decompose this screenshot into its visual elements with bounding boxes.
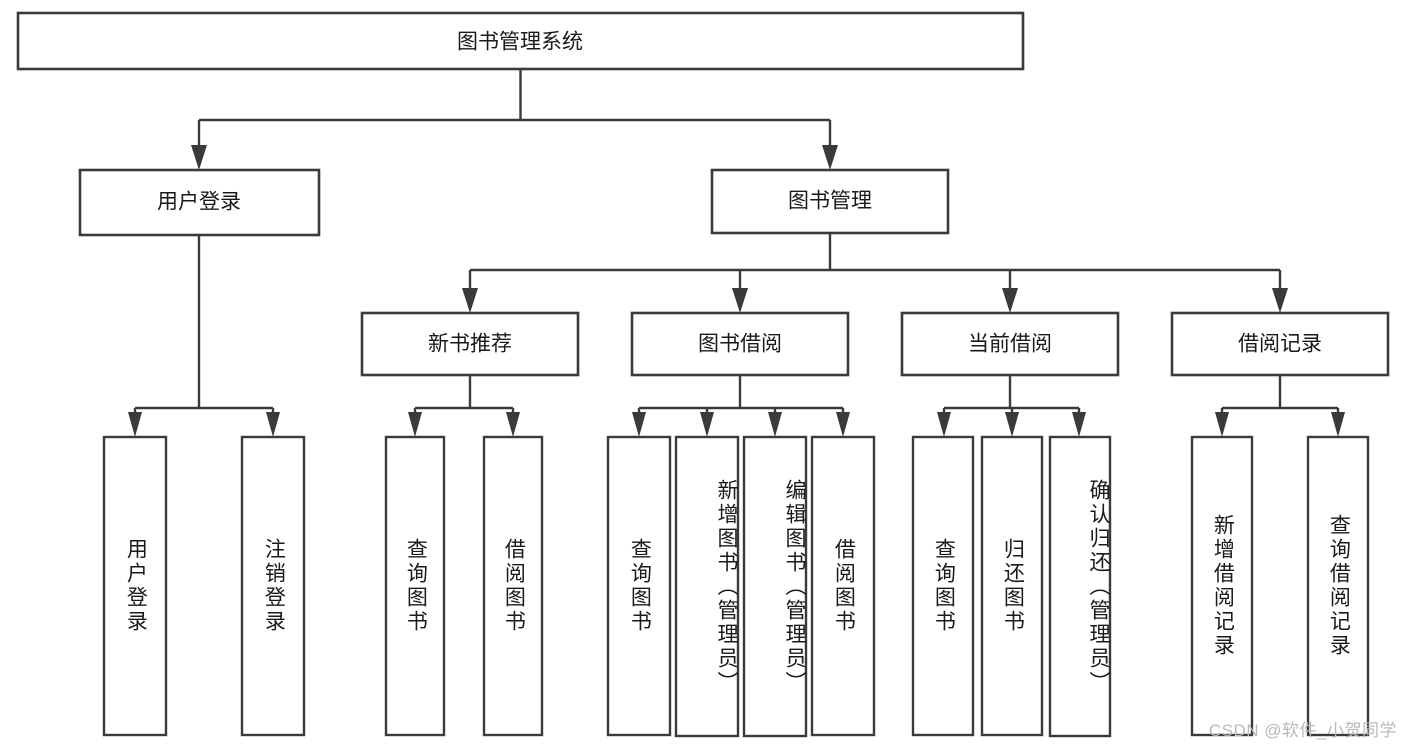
node-book-manage-box[interactable]: [710, 168, 950, 235]
connector-group-user-login: [128, 235, 280, 437]
connector-group-book-manage: [462, 233, 1288, 313]
csdn-watermark: CSDN @软件_小贺同学: [1208, 721, 1397, 740]
leaf-current-return-box[interactable]: [980, 435, 1044, 737]
leaf-current-confirm-box[interactable]: [1048, 435, 1112, 738]
node-book-borrow-box[interactable]: [630, 311, 850, 377]
node-user-login-label: 用户登录: [157, 191, 241, 214]
node-current-borrow-label: 当前借阅: [968, 333, 1052, 356]
leaf-record-query-box[interactable]: [1306, 435, 1370, 737]
node-book-manage-label: 图书管理: [788, 190, 872, 213]
connector-group-root: [191, 69, 838, 170]
arrow-head-leaf-record-add: [1215, 412, 1229, 437]
node-current-borrow-box[interactable]: [900, 311, 1120, 377]
node-new-book-recommend-box[interactable]: [360, 311, 580, 377]
leaf-borrow-add-box[interactable]: [674, 435, 740, 738]
node-root[interactable]: 图书管理系统: [16, 11, 1025, 71]
arrow-head-leaf-borrow-lend: [836, 412, 850, 437]
leaf-record-add-box[interactable]: [1190, 435, 1254, 737]
connector-group-current-borrow: [937, 375, 1086, 437]
leaf-current-query-box[interactable]: [911, 435, 975, 737]
arrow-head-book-manage: [822, 145, 838, 170]
arrow-head-leaf-current-query: [937, 412, 951, 437]
node-user-login[interactable]: 用户登录: [78, 168, 321, 237]
leaf-recommend-borrow-box[interactable]: [482, 435, 544, 737]
node-book-borrow-label: 图书借阅: [698, 333, 782, 356]
arrow-head-leaf-record-query: [1331, 412, 1345, 437]
node-new-book-recommend-label: 新书推荐: [428, 333, 512, 356]
arrow-head-leaf-user-login: [128, 412, 142, 437]
arrow-head-leaf-recommend-borrow: [506, 412, 520, 437]
arrow-head-user-login: [191, 145, 207, 170]
node-root-box[interactable]: [16, 11, 1025, 71]
arrow-head-current-borrow: [1002, 288, 1018, 313]
leaf-borrow-edit-box[interactable]: [742, 435, 808, 738]
leaf-user-login-box[interactable]: [102, 435, 168, 737]
arrow-head-leaf-user-logout: [266, 412, 280, 437]
leaf-borrow-lend-box[interactable]: [810, 435, 876, 737]
node-root-label: 图书管理系统: [457, 31, 583, 54]
node-user-login-box[interactable]: [78, 168, 321, 237]
node-book-manage[interactable]: 图书管理: [710, 168, 950, 235]
arrow-head-leaf-current-return: [1005, 412, 1019, 437]
leaf-box-group: [102, 435, 1370, 738]
connector-group-borrow-record: [1215, 375, 1345, 437]
leaf-borrow-query-box[interactable]: [606, 435, 672, 737]
arrow-head-leaf-recommend-query: [408, 412, 422, 437]
arrow-head-leaf-borrow-query: [632, 412, 646, 437]
arrow-head-book-borrow: [732, 288, 748, 313]
node-borrow-record-box[interactable]: [1170, 311, 1390, 377]
connector-group-new-book-recommend: [408, 375, 520, 437]
connector-group-book-borrow: [632, 375, 850, 437]
node-new-book-recommend[interactable]: 新书推荐: [360, 311, 580, 377]
arrow-head-new-book-recommend: [462, 288, 478, 313]
arrow-head-leaf-borrow-edit: [768, 412, 782, 437]
node-current-borrow[interactable]: 当前借阅: [900, 311, 1120, 377]
node-borrow-record[interactable]: 借阅记录: [1170, 311, 1390, 377]
node-borrow-record-label: 借阅记录: [1238, 333, 1322, 356]
leaf-recommend-query-box[interactable]: [384, 435, 446, 737]
arrow-head-leaf-borrow-add: [700, 412, 714, 437]
leaf-user-logout-box[interactable]: [240, 435, 306, 737]
arrow-head-leaf-current-confirm: [1072, 412, 1086, 437]
arrow-head-borrow-record: [1272, 288, 1288, 313]
node-book-borrow[interactable]: 图书借阅: [630, 311, 850, 377]
